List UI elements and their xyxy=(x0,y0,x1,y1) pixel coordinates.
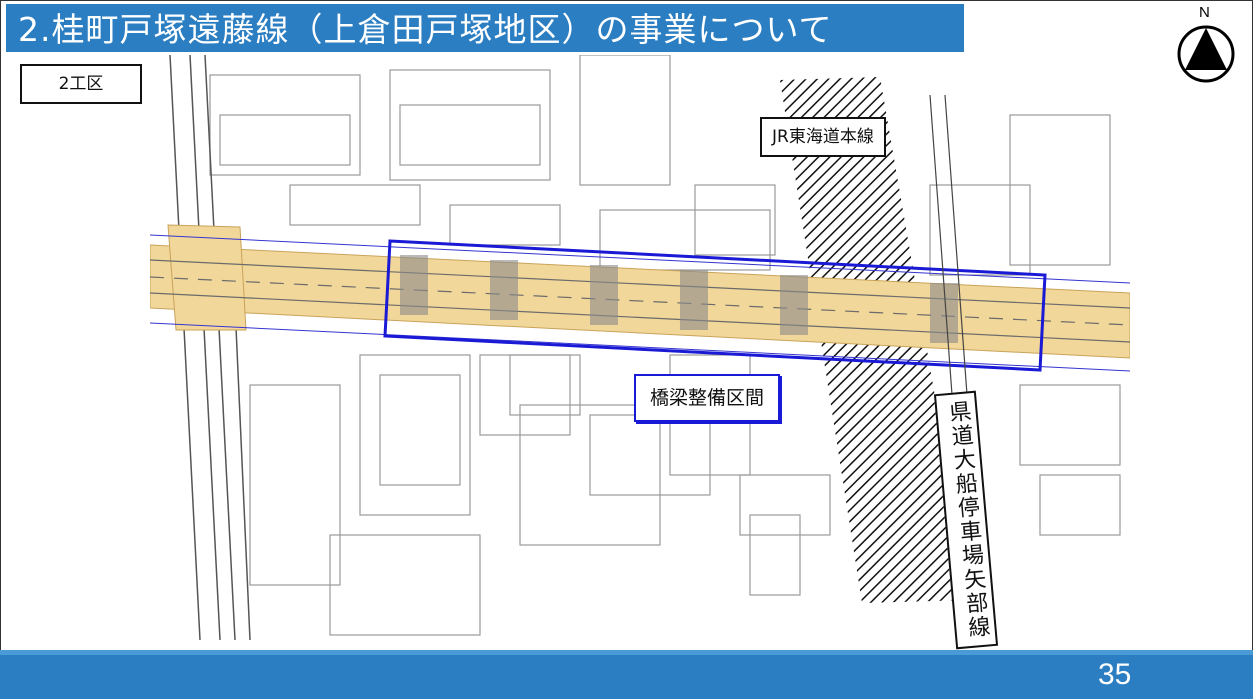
page-number: 35 xyxy=(1098,658,1132,691)
work-zone-label: 2工区 xyxy=(20,64,142,104)
railway-label: JR東海道本線 xyxy=(760,117,886,157)
footer-stripe xyxy=(0,650,1253,655)
bridge-section-outline xyxy=(383,239,1047,372)
title-bar: 2.桂町戸塚遠藤線（上倉田戸塚地区）の事業について xyxy=(6,4,964,52)
bridge-section-label: 橋梁整備区間 xyxy=(634,374,781,422)
north-arrow-icon: N xyxy=(1172,4,1240,84)
intersection-highlight xyxy=(167,224,247,331)
footer-bar xyxy=(0,650,1253,699)
slide-title: 2.桂町戸塚遠藤線（上倉田戸塚地区）の事業について xyxy=(18,10,833,49)
north-label: N xyxy=(1199,4,1210,21)
